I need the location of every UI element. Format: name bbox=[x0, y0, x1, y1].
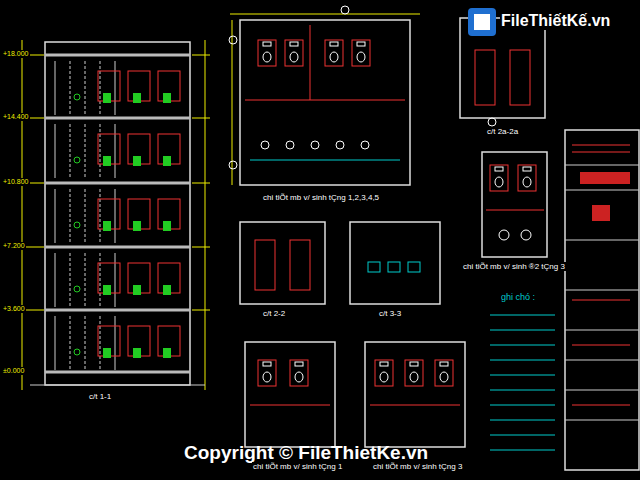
level-mark: ±0.000 bbox=[2, 367, 25, 375]
level-mark: +14.400 bbox=[2, 113, 30, 121]
level-mark: +18.000 bbox=[2, 50, 30, 58]
section-title: c/t 2a-2a bbox=[486, 127, 519, 136]
logo-text: FileThiếtKế.vn bbox=[500, 12, 611, 30]
section-title: c/t 1-1 bbox=[88, 392, 112, 401]
level-mark: +3.600 bbox=[2, 305, 26, 313]
plan-title: chi tiÕt mb v/ sinh tÇng 3 bbox=[372, 462, 463, 471]
plan-title: chi tiÕt mb v/ sinh tÇng 1,2,3,4,5 bbox=[262, 193, 380, 202]
note-heading: ghi chó : bbox=[500, 292, 536, 302]
watermark: Copyright © FileThietKe.vn bbox=[183, 442, 429, 464]
plan-title: chi tiÕt mb v/ sinh ®2 tÇng 3 bbox=[462, 262, 566, 271]
plan-title: chi tiÕt mb v/ sinh tÇng 1 bbox=[252, 462, 343, 471]
level-mark: +10.800 bbox=[2, 178, 30, 186]
section-title: c/t 3-3 bbox=[378, 309, 402, 318]
section-title: c/t 2-2 bbox=[262, 309, 286, 318]
level-mark: +7.200 bbox=[2, 242, 26, 250]
